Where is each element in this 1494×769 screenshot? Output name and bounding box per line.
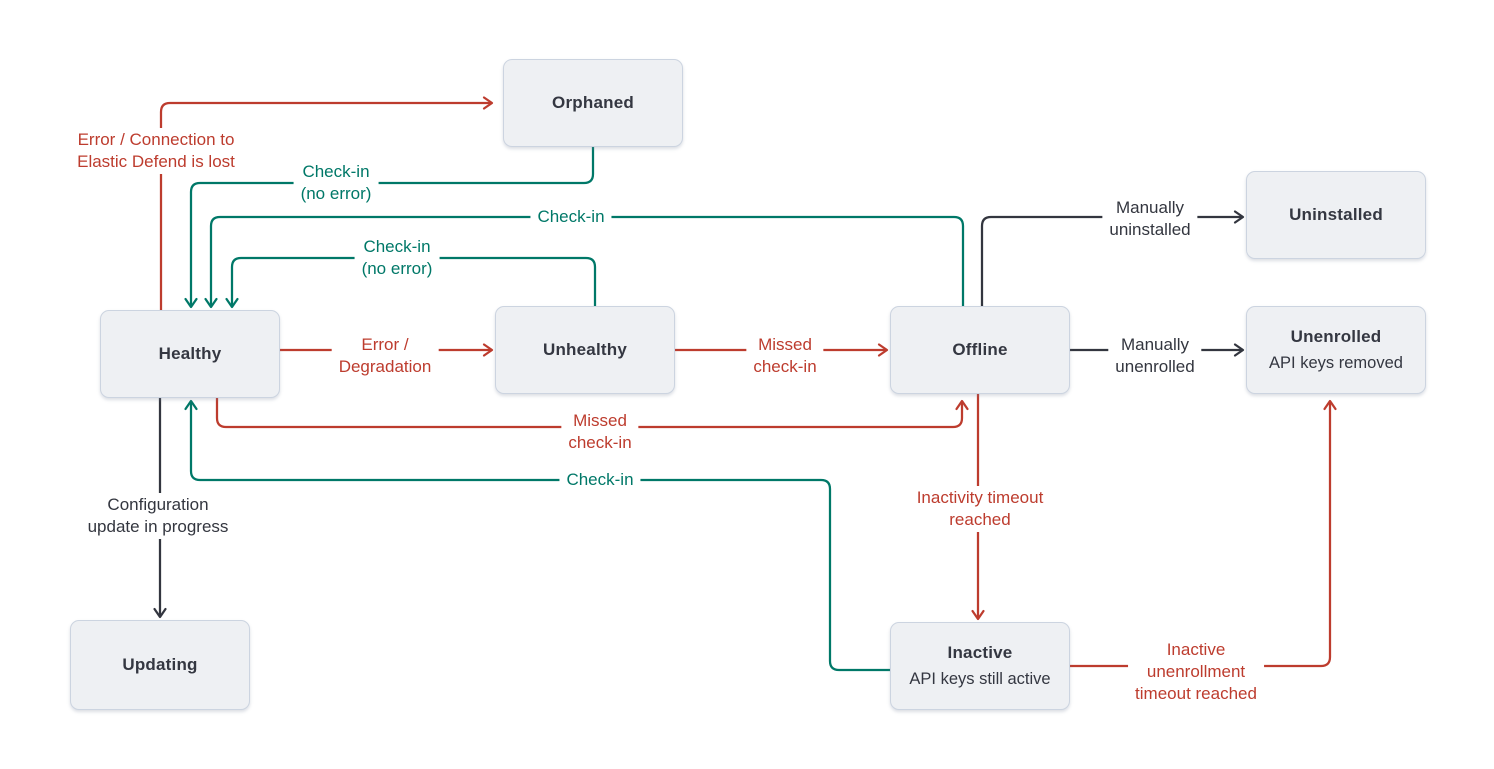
edge-label-line: Manually (1120, 335, 1190, 354)
edge-label-line: check-in (753, 357, 817, 376)
edge-label-healthy-to-orphaned: Error / Connection to Elastic Defend is l… (70, 128, 242, 174)
edge-offline-to-uninstalled (980, 210, 1245, 306)
edge-label-line: Check-in (537, 207, 605, 226)
edge-label-line: uninstalled (1109, 220, 1191, 239)
state-node-title: Inactive (947, 643, 1013, 662)
edge-label-orphaned-to-healthy: Check-in (no error) (293, 160, 379, 206)
edge-label-line: timeout reached (1135, 684, 1257, 703)
state-node-updating: Updating (70, 620, 250, 710)
edge-label-line: reached (949, 510, 1011, 529)
edge-label-line: Inactive (1166, 640, 1226, 659)
edge-label-line: update in progress (87, 517, 229, 536)
edge-label-healthy-to-offline-missed-checkin: Missed check-in (561, 409, 639, 455)
edge-label-line: Elastic Defend is lost (77, 152, 235, 171)
edge-label-line: Check-in (363, 237, 431, 256)
state-node-title: Uninstalled (1289, 205, 1383, 224)
edge-offline-to-healthy (204, 215, 965, 309)
edge-label-healthy-to-unhealthy: Error / Degradation (331, 333, 439, 379)
edge-label-line: unenrolled (1115, 357, 1195, 376)
edge-label-healthy-to-updating: Configuration update in progress (80, 493, 236, 539)
state-node-uninstalled: Uninstalled (1246, 171, 1426, 259)
edge-label-line: check-in (568, 433, 632, 452)
state-node-title: Offline (952, 340, 1008, 359)
edge-inactive-to-healthy (184, 399, 890, 672)
edge-orphaned-to-healthy (184, 147, 595, 309)
state-node-orphaned: Orphaned (503, 59, 683, 147)
edge-label-line: Check-in (566, 470, 634, 489)
edge-label-unhealthy-to-healthy: Check-in (no error) (354, 235, 440, 281)
edge-label-line: Error / (361, 335, 409, 354)
edge-label-line: Missed (573, 411, 627, 430)
state-node-title: Updating (122, 655, 198, 674)
edge-label-line: Inactivity timeout (916, 488, 1044, 507)
state-node-title: Healthy (158, 344, 222, 363)
edge-label-line: unenrollment (1146, 662, 1246, 681)
edge-label-line: Configuration (107, 495, 209, 514)
edge-label-inactive-to-unenrolled: Inactive unenrollment timeout reached (1128, 638, 1264, 706)
edge-label-unhealthy-to-offline: Missed check-in (746, 333, 824, 379)
edge-label-offline-to-unenrolled: Manually unenrolled (1108, 333, 1202, 379)
edge-label-offline-to-healthy: Check-in (530, 205, 612, 229)
edge-label-line: Manually (1115, 198, 1185, 217)
state-node-subtitle: API keys still active (909, 670, 1051, 688)
state-node-offline: Offline (890, 306, 1070, 394)
state-node-unhealthy: Unhealthy (495, 306, 675, 394)
edge-inactive-to-unenrolled (1070, 399, 1337, 668)
edge-label-line: Check-in (302, 162, 370, 181)
edge-label-line: Error / Connection to (77, 130, 235, 149)
state-node-title: Orphaned (552, 93, 634, 112)
state-node-title: Unhealthy (543, 340, 627, 359)
edge-label-offline-to-uninstalled: Manually uninstalled (1102, 196, 1198, 242)
edge-label-inactive-to-healthy: Check-in (559, 468, 641, 492)
state-node-title: Unenrolled (1290, 327, 1382, 346)
edge-label-line: Missed (758, 335, 812, 354)
state-node-subtitle: API keys removed (1269, 354, 1403, 372)
edge-label-offline-to-inactive: Inactivity timeout reached (909, 486, 1051, 532)
edge-label-line: Degradation (338, 357, 432, 376)
edge-label-line: (no error) (300, 184, 372, 203)
state-node-healthy: Healthy (100, 310, 280, 398)
edge-healthy-to-orphaned (159, 96, 494, 310)
edge-label-line: (no error) (361, 259, 433, 278)
